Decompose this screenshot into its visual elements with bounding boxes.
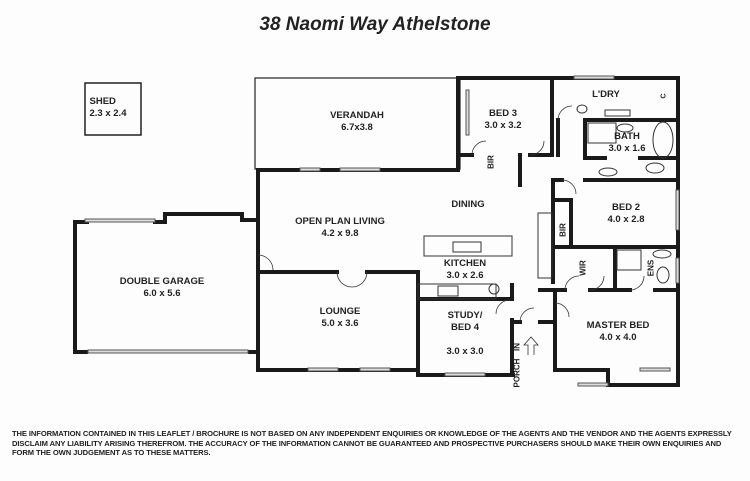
windows bbox=[84, 75, 680, 387]
room-study: STUDY/ BED 4 3.0 x 3.0 bbox=[447, 298, 484, 370]
label-wc: C bbox=[660, 93, 668, 99]
room-dims: 2.3 x 2.4 bbox=[89, 108, 127, 119]
room-dining: DINING bbox=[451, 199, 484, 211]
room-kitchen: KITCHEN 3.0 x 2.6 bbox=[444, 258, 486, 282]
kitchen-fixtures bbox=[417, 104, 674, 300]
room-dims: 6.0 x 5.6 bbox=[143, 288, 181, 299]
label-wir: WIR bbox=[578, 260, 588, 276]
room-dims: 4.2 x 9.8 bbox=[321, 228, 359, 239]
room-bed2: BED 2 4.0 x 2.8 bbox=[608, 202, 645, 226]
label-ens: ENS bbox=[646, 259, 656, 277]
room-garage: DOUBLE GARAGE 6.0 x 5.6 bbox=[120, 276, 204, 300]
room-name: LOUNGE bbox=[319, 306, 361, 317]
label-porch: PORCH bbox=[512, 358, 522, 388]
walls bbox=[73, 76, 680, 387]
disclaimer-text: THE INFORMATION CONTAINED IN THIS LEAFLE… bbox=[12, 429, 732, 457]
room-dims: 3.0 x 2.6 bbox=[446, 270, 484, 281]
room-living: OPEN PLAN LIVING 4.2 x 9.8 bbox=[295, 216, 385, 240]
room-bath: BATH 3.0 x 1.6 bbox=[609, 131, 646, 155]
room-name: STUDY/ BED 4 bbox=[447, 310, 483, 333]
room-dims: 3.0 x 1.6 bbox=[608, 143, 646, 154]
room-laundry: L'DRY bbox=[592, 89, 620, 101]
room-dims: 3.0 x 3.0 bbox=[446, 346, 484, 357]
label-bir-bed3: BIR bbox=[486, 155, 496, 169]
room-name: KITCHEN bbox=[443, 258, 487, 269]
room-name: SHED bbox=[89, 96, 116, 107]
room-dims: 4.0 x 2.8 bbox=[607, 214, 645, 225]
room-name: L'DRY bbox=[592, 89, 620, 100]
room-verandah: VERANDAH 6.7x3.8 bbox=[330, 110, 384, 134]
door-swings bbox=[257, 105, 645, 323]
label-in: IN bbox=[512, 343, 522, 351]
room-name: VERANDAH bbox=[330, 110, 384, 121]
room-dims: 6.7x3.8 bbox=[341, 122, 373, 133]
room-name: DINING bbox=[451, 199, 485, 210]
room-dims: 4.0 x 4.0 bbox=[599, 332, 637, 343]
plan-title: 38 Naomi Way Athelstone bbox=[259, 14, 491, 35]
room-master-bed: MASTER BED 4.0 x 4.0 bbox=[587, 320, 650, 344]
room-name: MASTER BED bbox=[586, 320, 650, 331]
room-bed3: BED 3 3.0 x 3.2 bbox=[485, 108, 522, 132]
room-name: OPEN PLAN LIVING bbox=[295, 216, 385, 227]
room-dims: 3.0 x 3.2 bbox=[484, 120, 522, 131]
shed-outline bbox=[84, 82, 142, 136]
entry-arrow-icon bbox=[523, 336, 539, 355]
room-dims: 5.0 x 3.6 bbox=[321, 318, 359, 329]
room-name: BED 3 bbox=[489, 108, 517, 119]
room-name: BATH bbox=[614, 131, 640, 142]
room-lounge: LOUNGE 5.0 x 3.6 bbox=[320, 306, 361, 330]
room-name: BED 2 bbox=[612, 202, 640, 213]
room-name: DOUBLE GARAGE bbox=[119, 276, 205, 287]
label-bir-bed2: BIR bbox=[558, 223, 568, 237]
room-shed: SHED 2.3 x 2.4 bbox=[90, 96, 127, 120]
